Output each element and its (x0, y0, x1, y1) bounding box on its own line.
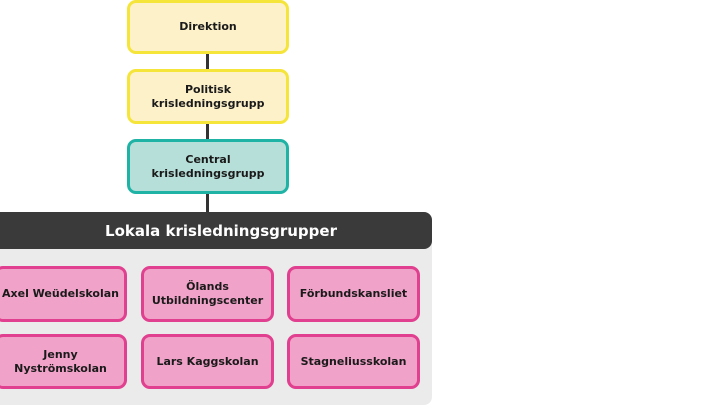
lokala-header: Lokala krisledningsgrupper (0, 212, 432, 249)
school-box-forbundskansliet: Förbundskansliet (287, 266, 420, 322)
school-box-lars-kaggskolan: Lars Kaggskolan (141, 334, 274, 389)
connector-direktion-politisk (206, 53, 209, 69)
school-box-olands-utbildningscenter: Ölands Utbildningscenter (141, 266, 274, 322)
connector-central-lokala (206, 193, 209, 213)
central-krisledningsgrupp-box: Central krisledningsgrupp (127, 139, 289, 194)
direktion-box: Direktion (127, 0, 289, 54)
connector-politisk-central (206, 123, 209, 139)
school-box-jenny-nystromskolan: Jenny Nyströmskolan (0, 334, 127, 389)
school-box-stagneliusskolan: Stagneliusskolan (287, 334, 420, 389)
school-box-axel-weudelskolan: Axel Weüdelskolan (0, 266, 127, 322)
politisk-krisledningsgrupp-box: Politisk krisledningsgrupp (127, 69, 289, 124)
lokala-title: Lokala krisledningsgrupper (105, 221, 337, 240)
